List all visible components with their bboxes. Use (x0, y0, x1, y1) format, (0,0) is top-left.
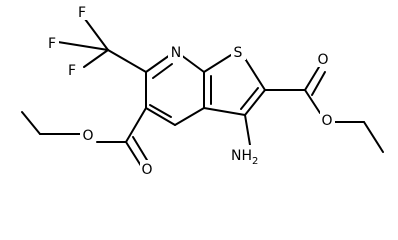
bond-carbonyl-o-double-2 (311, 71, 326, 96)
bond-carbonyl-o-double (304, 66, 320, 91)
fluorine-label-top: F (78, 5, 86, 21)
bond-c4-c5-double (149, 104, 172, 118)
bond-c5-carbonyl (125, 107, 147, 143)
bond-ch2-ch3-left (21, 111, 41, 135)
oxygen-label-carbonyl-left: O (141, 162, 152, 178)
bond-c-f2 (57, 41, 109, 51)
bond-c6-n (145, 54, 171, 73)
amine-subscript: 2 (252, 156, 258, 167)
atom-label-layer: F F F N S O O O O NH2 (46, 3, 335, 178)
bond-cf3-c6 (107, 49, 147, 73)
bond-layer (21, 14, 384, 170)
fluorine-label-bottom: F (68, 63, 76, 79)
bond-carbonyl-o-ester (304, 89, 321, 114)
bond-n-c7a (180, 54, 205, 73)
bond-c7a-s (203, 54, 232, 73)
bond-c6-n-double (152, 63, 173, 79)
structure-diagram: F F F N S O O O O NH2 (21, 3, 384, 178)
molecule-canvas: F F F N S O O O O NH2 (21, 3, 384, 178)
bond-c-f1 (81, 14, 109, 51)
bond-c3-amine (244, 114, 251, 146)
sulfur-label: S (234, 45, 243, 61)
bond-s-c2 (243, 56, 266, 91)
amine-label: NH2 (231, 148, 258, 167)
bond-c-f3 (83, 49, 109, 68)
nitrogen-label: N (171, 45, 181, 61)
oxygen-label-ester-left: O (82, 128, 93, 144)
bond-c3a-c4 (174, 107, 205, 126)
bond-c2-c3 (244, 89, 266, 116)
amine-symbol: NH (231, 148, 252, 164)
bond-c4-c5 (145, 107, 176, 126)
bond-c3-c3a (203, 107, 246, 116)
oxygen-label-carbonyl-right: O (317, 52, 328, 68)
fluorine-label-middle: F (48, 36, 56, 52)
bond-c2-c3-double (240, 87, 259, 110)
bond-ch2-ch3 (363, 121, 384, 153)
oxygen-label-ester-right: O (321, 113, 332, 129)
